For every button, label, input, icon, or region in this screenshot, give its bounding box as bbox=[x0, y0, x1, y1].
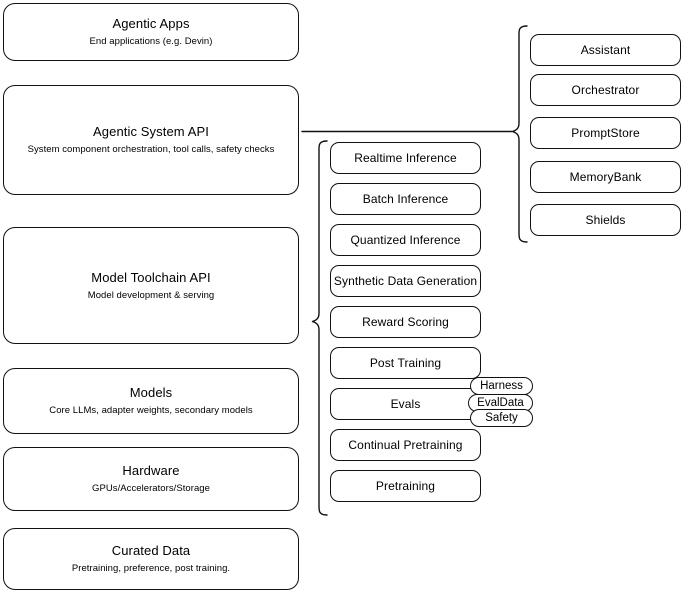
component-label: Assistant bbox=[580, 43, 631, 57]
layer-title: Models bbox=[129, 385, 173, 400]
capability-evals[interactable]: Evals bbox=[330, 388, 481, 420]
eval-tag-safety[interactable]: Safety bbox=[470, 409, 533, 427]
layer-subtitle: System component orchestration, tool cal… bbox=[27, 144, 275, 155]
capability-continual-pretraining[interactable]: Continual Pretraining bbox=[330, 429, 481, 461]
capability-label: Synthetic Data Generation bbox=[333, 274, 478, 288]
layer-models[interactable]: Models Core LLMs, adapter weights, secon… bbox=[3, 368, 299, 434]
capability-label: Continual Pretraining bbox=[348, 438, 463, 452]
capability-label: Batch Inference bbox=[362, 192, 449, 206]
layer-title: Agentic System API bbox=[93, 124, 209, 139]
component-label: MemoryBank bbox=[569, 170, 642, 184]
component-label: Orchestrator bbox=[571, 83, 640, 97]
component-promptstore[interactable]: PromptStore bbox=[530, 117, 681, 149]
capability-quantized-inference[interactable]: Quantized Inference bbox=[330, 224, 481, 256]
layer-subtitle: GPUs/Accelerators/Storage bbox=[92, 483, 210, 494]
capability-batch-inference[interactable]: Batch Inference bbox=[330, 183, 481, 215]
layer-hardware[interactable]: Hardware GPUs/Accelerators/Storage bbox=[3, 447, 299, 511]
capability-label: Pretraining bbox=[375, 479, 436, 493]
component-label: Shields bbox=[585, 213, 626, 227]
layer-curated-data[interactable]: Curated Data Pretraining, preference, po… bbox=[3, 528, 299, 590]
capability-realtime-inference[interactable]: Realtime Inference bbox=[330, 142, 481, 174]
layer-model-toolchain-api[interactable]: Model Toolchain API Model development & … bbox=[3, 227, 299, 344]
layer-subtitle: End applications (e.g. Devin) bbox=[89, 36, 213, 47]
capability-label: Quantized Inference bbox=[350, 233, 461, 247]
layer-subtitle: Pretraining, preference, post training. bbox=[71, 563, 231, 574]
layer-title: Hardware bbox=[122, 463, 180, 478]
capability-post-training[interactable]: Post Training bbox=[330, 347, 481, 379]
capability-label: Evals bbox=[390, 397, 421, 411]
layer-title: Curated Data bbox=[111, 543, 191, 558]
brace-toolchain-capabilities bbox=[311, 140, 328, 516]
component-assistant[interactable]: Assistant bbox=[530, 34, 681, 66]
layer-subtitle: Core LLMs, adapter weights, secondary mo… bbox=[49, 405, 253, 416]
layer-title: Agentic Apps bbox=[112, 16, 190, 31]
capability-pretraining[interactable]: Pretraining bbox=[330, 470, 481, 502]
capability-reward-scoring[interactable]: Reward Scoring bbox=[330, 306, 481, 338]
capability-label: Reward Scoring bbox=[362, 315, 449, 329]
layer-title: Model Toolchain API bbox=[91, 269, 211, 285]
component-memorybank[interactable]: MemoryBank bbox=[530, 161, 681, 193]
component-label: PromptStore bbox=[571, 126, 640, 140]
component-orchestrator[interactable]: Orchestrator bbox=[530, 74, 681, 106]
layer-subtitle: Model development & serving bbox=[87, 289, 215, 301]
layer-agentic-system-api[interactable]: Agentic System API System component orch… bbox=[3, 85, 299, 195]
capability-synthetic-data-generation[interactable]: Synthetic Data Generation bbox=[330, 265, 481, 297]
layer-agentic-apps[interactable]: Agentic Apps End applications (e.g. Devi… bbox=[3, 3, 299, 61]
capability-label: Post Training bbox=[369, 356, 442, 370]
capability-label: Realtime Inference bbox=[354, 151, 457, 165]
brace-system-components bbox=[511, 25, 528, 243]
eval-tag-harness[interactable]: Harness bbox=[470, 377, 533, 395]
component-shields[interactable]: Shields bbox=[530, 204, 681, 236]
